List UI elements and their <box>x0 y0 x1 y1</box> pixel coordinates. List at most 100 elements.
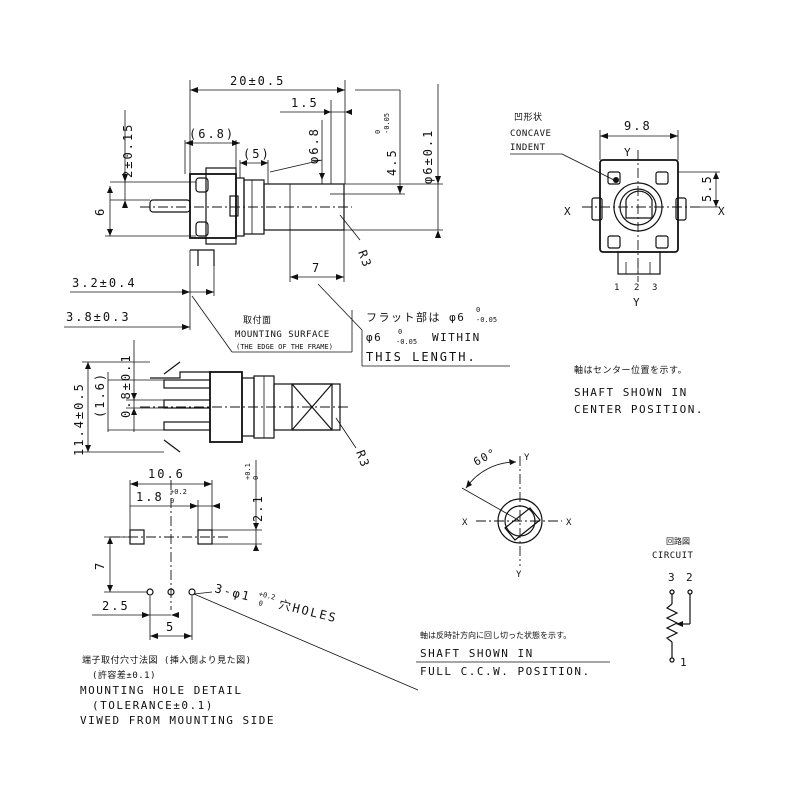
svg-text:+0.2: +0.2 <box>170 488 187 496</box>
circuit-pin-3: 3 <box>668 571 676 584</box>
top-view: 11.4±0.5 (1.6) 0.8±0.1 R3 <box>72 340 373 470</box>
dim-4-5: 4.5 <box>385 148 399 176</box>
flat-note: フラット部は φ6 0 -0.05 φ6 0 -0.05 WITHIN THIS… <box>317 283 510 367</box>
svg-text:CENTER POSITION.: CENTER POSITION. <box>574 403 704 416</box>
front-pin-3: 3 <box>652 283 658 293</box>
side-view: 20±0.5 1.5 (6.8) (5) φ6.8 4.5 0 -0.05 φ6… <box>64 74 443 330</box>
dim-5-5: 5.5 <box>700 174 714 202</box>
svg-text:0: 0 <box>170 497 174 505</box>
dim-7-flat: 7 <box>312 261 321 275</box>
resistor-symbol <box>665 603 679 643</box>
svg-text:-0.05: -0.05 <box>383 113 391 134</box>
holes-label: 3-φ1 <box>213 581 252 604</box>
svg-text:+0.2: +0.2 <box>258 590 276 602</box>
front-tab-left <box>591 197 603 221</box>
front-axis-y-top: Y <box>624 146 632 159</box>
hole-caption-jp: 端子取付穴寸法図 (挿入側より見た図) <box>82 654 252 666</box>
key-tab <box>229 195 239 217</box>
svg-text:取付面: 取付面 <box>243 315 272 326</box>
circuit-label: CIRCUIT <box>652 551 694 561</box>
dim-phi-6: φ6±0.1 <box>421 129 435 184</box>
center-position-note: 軸はセンター位置を示す。 SHAFT SHOWN IN CENTER POSIT… <box>574 364 704 416</box>
dim-0-8: 0.8±0.1 <box>119 353 133 418</box>
svg-text:INDENT: INDENT <box>510 143 546 153</box>
svg-text:0: 0 <box>258 599 264 608</box>
hole-caption-en: MOUNTING HOLE DETAIL <box>80 684 242 697</box>
svg-text:0: 0 <box>398 328 402 336</box>
front-axis-x-right: X <box>718 205 726 218</box>
svg-text:φ6: φ6 <box>366 331 382 344</box>
bottom-tab <box>195 221 209 237</box>
dim-1-5: 1.5 <box>291 96 319 110</box>
svg-text:軸は反時計方向に回し切った状態を示す。: 軸は反時計方向に回し切った状態を示す。 <box>420 630 571 640</box>
rotation-axis-x-left: X <box>462 518 468 528</box>
front-view: 9.8 5.5 X X Y Y 1 2 3 凹形状 CONCAVE INDENT <box>510 111 726 309</box>
mounting-surface-label: 取付面 MOUNTING SURFACE (THE EDGE OF THE FR… <box>191 295 353 353</box>
svg-text:WITHIN: WITHIN <box>432 331 481 344</box>
top-tab <box>195 177 209 193</box>
frame-body <box>189 173 237 239</box>
circuit-pin-1: 1 <box>680 656 688 669</box>
dim-6: 6 <box>93 207 107 216</box>
svg-text:穴HOLES: 穴HOLES <box>277 596 339 625</box>
svg-text:フラット部は φ6: フラット部は φ6 <box>366 310 465 324</box>
front-axis-y-bottom: Y <box>633 296 641 309</box>
ccw-position-note: 軸は反時計方向に回し切った状態を示す。 SHAFT SHOWN IN FULL … <box>416 630 610 678</box>
front-pin-2: 2 <box>634 283 640 293</box>
dim-5-hole: 5 <box>166 620 175 634</box>
hole-pin-3 <box>188 588 196 596</box>
dim-10-6: 10.6 <box>148 467 185 481</box>
rotation-axis-y-bottom: Y <box>516 570 522 580</box>
rotation-angle: 60° <box>471 446 499 469</box>
dim-phi-6-8: φ6.8 <box>307 127 321 164</box>
dim-9-8: 9.8 <box>624 119 652 133</box>
rotation-axis-x-right: X <box>566 518 572 528</box>
circuit-pin-2: 2 <box>686 571 694 584</box>
terminal-1 <box>163 379 211 389</box>
svg-text:SHAFT SHOWN IN: SHAFT SHOWN IN <box>574 386 688 399</box>
svg-text:軸はセンター位置を示す。: 軸はセンター位置を示す。 <box>574 364 687 376</box>
svg-text:(THE EDGE OF THE FRAME): (THE EDGE OF THE FRAME) <box>236 343 333 351</box>
dim-7-hole: 7 <box>93 561 107 570</box>
svg-text:THIS LENGTH.: THIS LENGTH. <box>366 350 477 364</box>
mounting-hole-detail: 10.6 1.8 +0.2 0 2.1 +0.1 0 7 2.5 5 <box>80 460 419 727</box>
frame-bracket <box>205 167 237 245</box>
dim-2-5: 2.5 <box>102 599 130 613</box>
dim-6-8-paren: (6.8) <box>189 127 235 141</box>
rotation-knob <box>497 498 543 544</box>
rotation-flat <box>504 507 541 541</box>
svg-text:0: 0 <box>374 130 382 134</box>
dim-2-1: 2.1 <box>251 494 265 522</box>
svg-text:-0.05: -0.05 <box>396 338 417 346</box>
dim-11-4: 11.4±0.5 <box>72 382 86 456</box>
concave-label-en: CONCAVE <box>510 129 551 139</box>
rotation-view: 60° X X Y Y <box>461 446 572 580</box>
svg-text:MOUNTING SURFACE: MOUNTING SURFACE <box>235 330 330 340</box>
svg-text:0: 0 <box>476 306 480 314</box>
svg-text:SHAFT SHOWN IN: SHAFT SHOWN IN <box>420 647 534 660</box>
dim-1-8: 1.8 <box>136 490 164 504</box>
front-axis-x-left: X <box>564 205 572 218</box>
dim-1-6: (1.6) <box>93 372 107 418</box>
dim-total-length: 20±0.5 <box>230 74 285 88</box>
svg-text:回路図: 回路図 <box>666 536 690 546</box>
svg-text:0: 0 <box>252 476 260 480</box>
svg-text:FULL C.C.W. POSITION.: FULL C.C.W. POSITION. <box>420 665 591 678</box>
svg-text:(許容差±0.1): (許容差±0.1) <box>92 669 156 681</box>
dim-2: 2±0.15 <box>121 123 135 178</box>
front-pin-1: 1 <box>614 283 620 293</box>
front-tab-right <box>675 197 687 221</box>
front-terminal-block <box>617 251 661 275</box>
bottom-lead <box>190 249 215 266</box>
svg-text:-0.05: -0.05 <box>476 316 497 324</box>
dim-r3-top: R3 <box>353 448 372 470</box>
shaft-flat <box>625 190 653 219</box>
dim-3-8: 3.8±0.3 <box>66 310 131 324</box>
terminal-pin <box>149 199 191 213</box>
svg-text:(TOLERANCE±0.1): (TOLERANCE±0.1) <box>92 699 214 712</box>
dim-3-2: 3.2±0.4 <box>72 276 137 290</box>
dim-5-paren: (5) <box>243 147 271 161</box>
terminal-2 <box>163 399 211 409</box>
front-frame <box>599 159 679 253</box>
